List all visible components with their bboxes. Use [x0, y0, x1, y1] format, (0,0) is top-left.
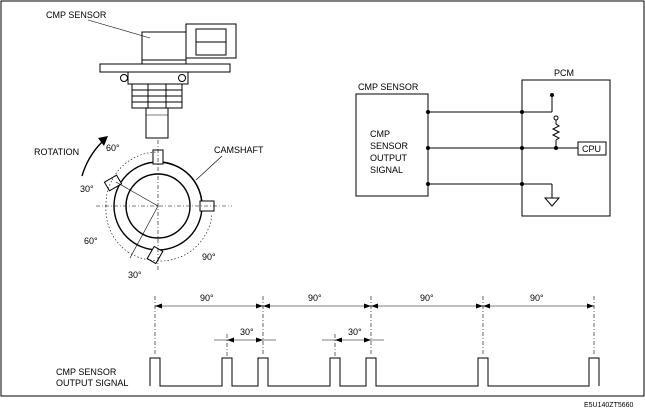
- output-signal-line4: SIGNAL: [370, 165, 403, 175]
- angle-90-right: 90°: [202, 252, 216, 262]
- output-signal-line2: SENSOR: [370, 141, 409, 151]
- interval-label-0: 90°: [200, 293, 214, 303]
- interval-label-1: 90°: [308, 293, 322, 303]
- cmp-sensor-top-label: CMP SENSOR: [46, 10, 107, 20]
- angle-60-bottom: 60°: [84, 236, 98, 246]
- waveform-label-line1: CMP SENSOR: [56, 367, 117, 377]
- rotation-label: ROTATION: [34, 147, 79, 157]
- output-signal-line3: OUTPUT: [370, 153, 408, 163]
- cmp-sensor-box: [355, 93, 429, 197]
- angle-30-bottom: 30°: [128, 270, 142, 280]
- output-signal-line1: CMP: [370, 129, 390, 139]
- circuit-drawing: [355, 79, 611, 217]
- angle-30-left: 30°: [80, 184, 94, 194]
- figure-border: [0, 0, 645, 397]
- camshaft-leader: [195, 155, 223, 181]
- waveform-label-line2: OUTPUT SIGNAL: [56, 378, 128, 388]
- interval-label-3: 90°: [530, 293, 544, 303]
- cmp-sensor-drawing: [99, 23, 237, 139]
- timing-diagram: [149, 296, 600, 387]
- cpu-box: [577, 141, 607, 156]
- short-label-0: 30°: [240, 327, 254, 337]
- cpu-label: CPU: [582, 144, 601, 154]
- interval-label-2: 90°: [420, 293, 434, 303]
- cmp-sensor-top-leader: [87, 19, 151, 39]
- cmp-sensor-box-title: CMP SENSOR: [358, 82, 419, 92]
- angle-60-top: 60°: [106, 143, 120, 153]
- short-label-1: 30°: [348, 327, 362, 337]
- camshaft-label: CAMSHAFT: [214, 145, 264, 155]
- figure-code: E5U140ZT5660: [584, 402, 634, 409]
- camshaft-drawing: [81, 136, 232, 270]
- pcm-label: PCM: [554, 68, 574, 78]
